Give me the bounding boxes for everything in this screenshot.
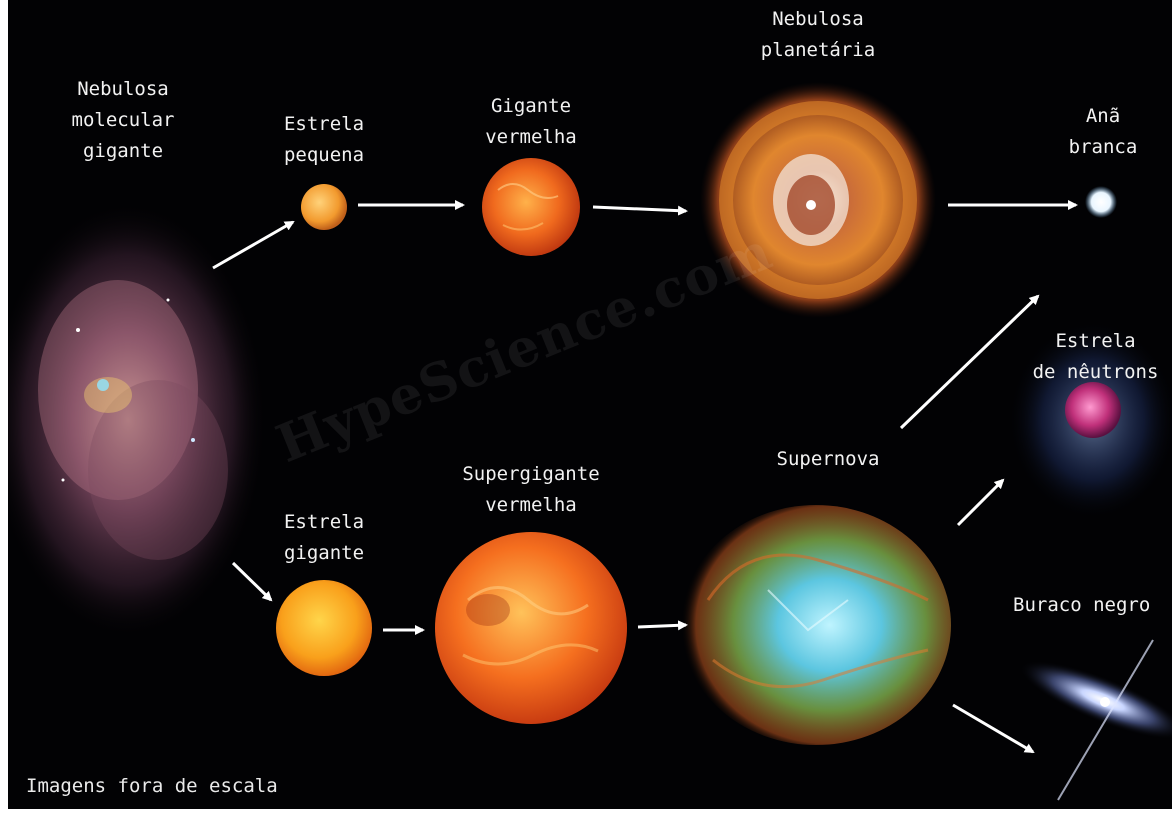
label-red-giant: Gigante vermelha <box>441 91 621 153</box>
red-giant-image <box>482 158 580 256</box>
arrow-nebula-to-small-star <box>213 222 293 268</box>
arrow-supergiant-to-supernova <box>638 625 686 627</box>
small-star-image <box>301 184 347 230</box>
red-supergiant-image <box>435 532 627 724</box>
arrow-red-giant-to-planetary-nebula <box>593 207 686 211</box>
label-black-hole: Buraco negro <box>1013 590 1176 621</box>
label-giant-molecular-nebula: Nebulosa molecular gigante <box>33 74 213 167</box>
label-white-dwarf: Anã branca <box>1028 101 1176 163</box>
label-supernova: Supernova <box>748 444 908 475</box>
label-small-star: Estrela pequena <box>244 109 404 171</box>
label-red-supergiant: Supergigante vermelha <box>426 459 636 521</box>
giant-molecular-nebula-image <box>8 200 268 640</box>
giant-star-image <box>276 580 372 676</box>
supernova-image <box>681 505 951 745</box>
label-neutron-star: Estrela de nêutrons <box>1013 326 1176 388</box>
black-hole-image <box>1011 640 1176 800</box>
label-giant-star: Estrela gigante <box>244 507 404 569</box>
arrow-supernova-to-black-hole <box>953 705 1033 752</box>
label-planetary-nebula: Nebulosa planetária <box>708 4 928 66</box>
white-dwarf-image <box>1085 186 1117 218</box>
arrow-supernova-to-neutron-star <box>958 480 1003 525</box>
footnote-out-of-scale: Imagens fora de escala <box>26 775 278 797</box>
